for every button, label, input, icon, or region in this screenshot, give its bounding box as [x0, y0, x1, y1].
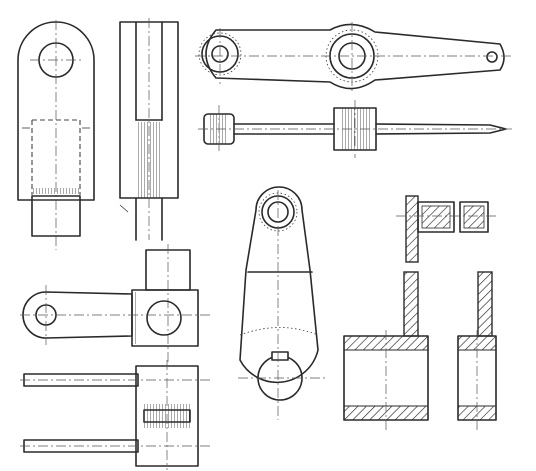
crank-arm-view: [238, 186, 325, 420]
rod-end-side-view: [119, 18, 179, 241]
bracket-clamp-bottom-view: [20, 360, 210, 470]
bracket-clamp-front-view: [20, 244, 210, 365]
rod-end-front-view: [17, 20, 95, 250]
double-eye-lever-side-view: [198, 100, 512, 158]
bushing-and-plate-section: [343, 195, 498, 430]
double-eye-lever-top-view: [195, 22, 512, 92]
